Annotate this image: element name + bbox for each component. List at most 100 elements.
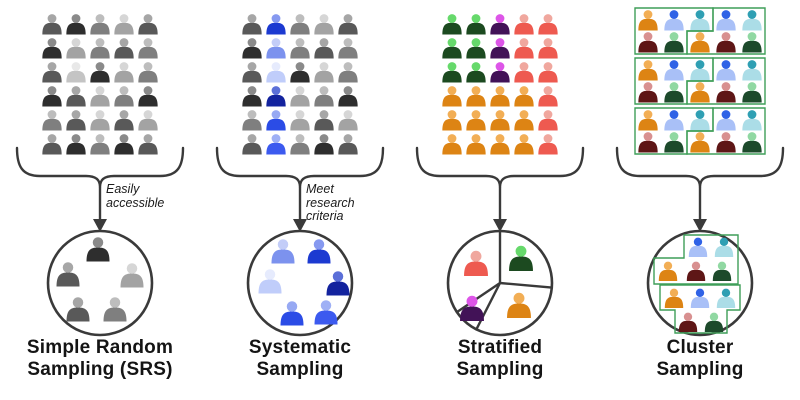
pie-divider	[475, 282, 502, 330]
person-icon	[638, 82, 658, 103]
person-icon	[490, 86, 510, 107]
person-icon	[114, 110, 134, 131]
person-icon	[314, 38, 334, 59]
person-icon	[266, 62, 286, 83]
person-icon	[90, 86, 110, 107]
person-icon	[138, 110, 158, 131]
person-icon	[514, 38, 534, 59]
person-icon	[290, 110, 310, 131]
person-icon	[242, 110, 262, 131]
sample-cluster-box	[653, 234, 739, 285]
person-icon	[664, 32, 684, 53]
person-icon	[103, 297, 127, 322]
person-icon	[466, 38, 486, 59]
person-icon	[338, 62, 358, 83]
person-icon	[466, 86, 486, 107]
person-icon	[690, 288, 710, 308]
person-icon	[664, 288, 684, 308]
person-icon	[138, 38, 158, 59]
person-icon	[442, 110, 462, 131]
person-icon	[442, 14, 462, 35]
person-icon	[490, 38, 510, 59]
person-icon	[742, 132, 762, 153]
person-icon	[442, 86, 462, 107]
person-icon	[442, 38, 462, 59]
person-icon	[114, 38, 134, 59]
person-icon	[742, 32, 762, 53]
person-icon	[242, 134, 262, 155]
person-icon	[538, 134, 558, 155]
sample-circle	[46, 229, 154, 337]
panel-title: Simple Random Sampling (SRS)	[26, 337, 174, 380]
cluster-graphic	[615, 7, 785, 337]
person-icon	[716, 60, 736, 81]
person-icon	[742, 82, 762, 103]
person-icon	[290, 86, 310, 107]
person-icon	[314, 86, 334, 107]
person-icon	[638, 110, 658, 131]
cluster-box	[686, 57, 766, 105]
down-arrow-head-icon	[93, 219, 107, 232]
person-icon	[242, 38, 262, 59]
person-icon	[42, 110, 62, 131]
person-icon	[138, 134, 158, 155]
person-icon	[114, 134, 134, 155]
person-icon	[338, 86, 358, 107]
person-icon	[742, 60, 762, 81]
person-icon	[266, 110, 286, 131]
person-icon	[90, 62, 110, 83]
person-icon	[464, 250, 488, 276]
person-icon	[714, 237, 734, 257]
panel-stratified-sampling: Stratified Sampling	[400, 0, 600, 400]
person-icon	[90, 38, 110, 59]
person-icon	[538, 14, 558, 35]
person-icon	[290, 134, 310, 155]
person-icon	[242, 62, 262, 83]
person-icon	[338, 14, 358, 35]
person-icon	[490, 134, 510, 155]
down-arrow-head-icon	[493, 219, 507, 232]
person-icon	[338, 134, 358, 155]
person-icon	[138, 86, 158, 107]
person-icon	[442, 134, 462, 155]
person-icon	[266, 38, 286, 59]
person-icon	[86, 237, 110, 262]
person-icon	[242, 14, 262, 35]
person-icon	[514, 86, 534, 107]
person-icon	[509, 245, 533, 271]
person-icon	[314, 62, 334, 83]
person-icon	[678, 312, 698, 332]
person-icon	[690, 82, 710, 103]
person-icon	[66, 38, 86, 59]
person-icon	[242, 86, 262, 107]
person-icon	[114, 14, 134, 35]
person-icon	[90, 110, 110, 131]
person-icon	[307, 239, 331, 264]
person-icon	[266, 134, 286, 155]
person-icon	[466, 134, 486, 155]
person-icon	[314, 300, 338, 325]
person-icon	[716, 82, 736, 103]
pie-divider	[499, 281, 552, 289]
panel-systematic-sampling: Meet research criteria Systematic Sampli…	[200, 0, 400, 400]
person-icon	[664, 60, 684, 81]
person-icon	[466, 62, 486, 83]
simple-random-graphic	[15, 14, 185, 337]
annotation-meet-research-criteria: Meet research criteria	[306, 182, 355, 223]
person-icon	[538, 38, 558, 59]
person-icon	[638, 60, 658, 81]
panel-title: Cluster Sampling	[656, 337, 744, 380]
person-icon	[42, 14, 62, 35]
person-icon	[690, 10, 710, 31]
down-arrow-head-icon	[693, 219, 707, 232]
person-icon	[490, 110, 510, 131]
person-icon	[66, 134, 86, 155]
stratified-graphic	[415, 14, 585, 337]
person-icon	[664, 132, 684, 153]
person-icon	[664, 10, 684, 31]
person-icon	[42, 86, 62, 107]
person-icon	[138, 62, 158, 83]
cluster-box	[686, 107, 766, 155]
person-icon	[90, 134, 110, 155]
person-icon	[538, 62, 558, 83]
